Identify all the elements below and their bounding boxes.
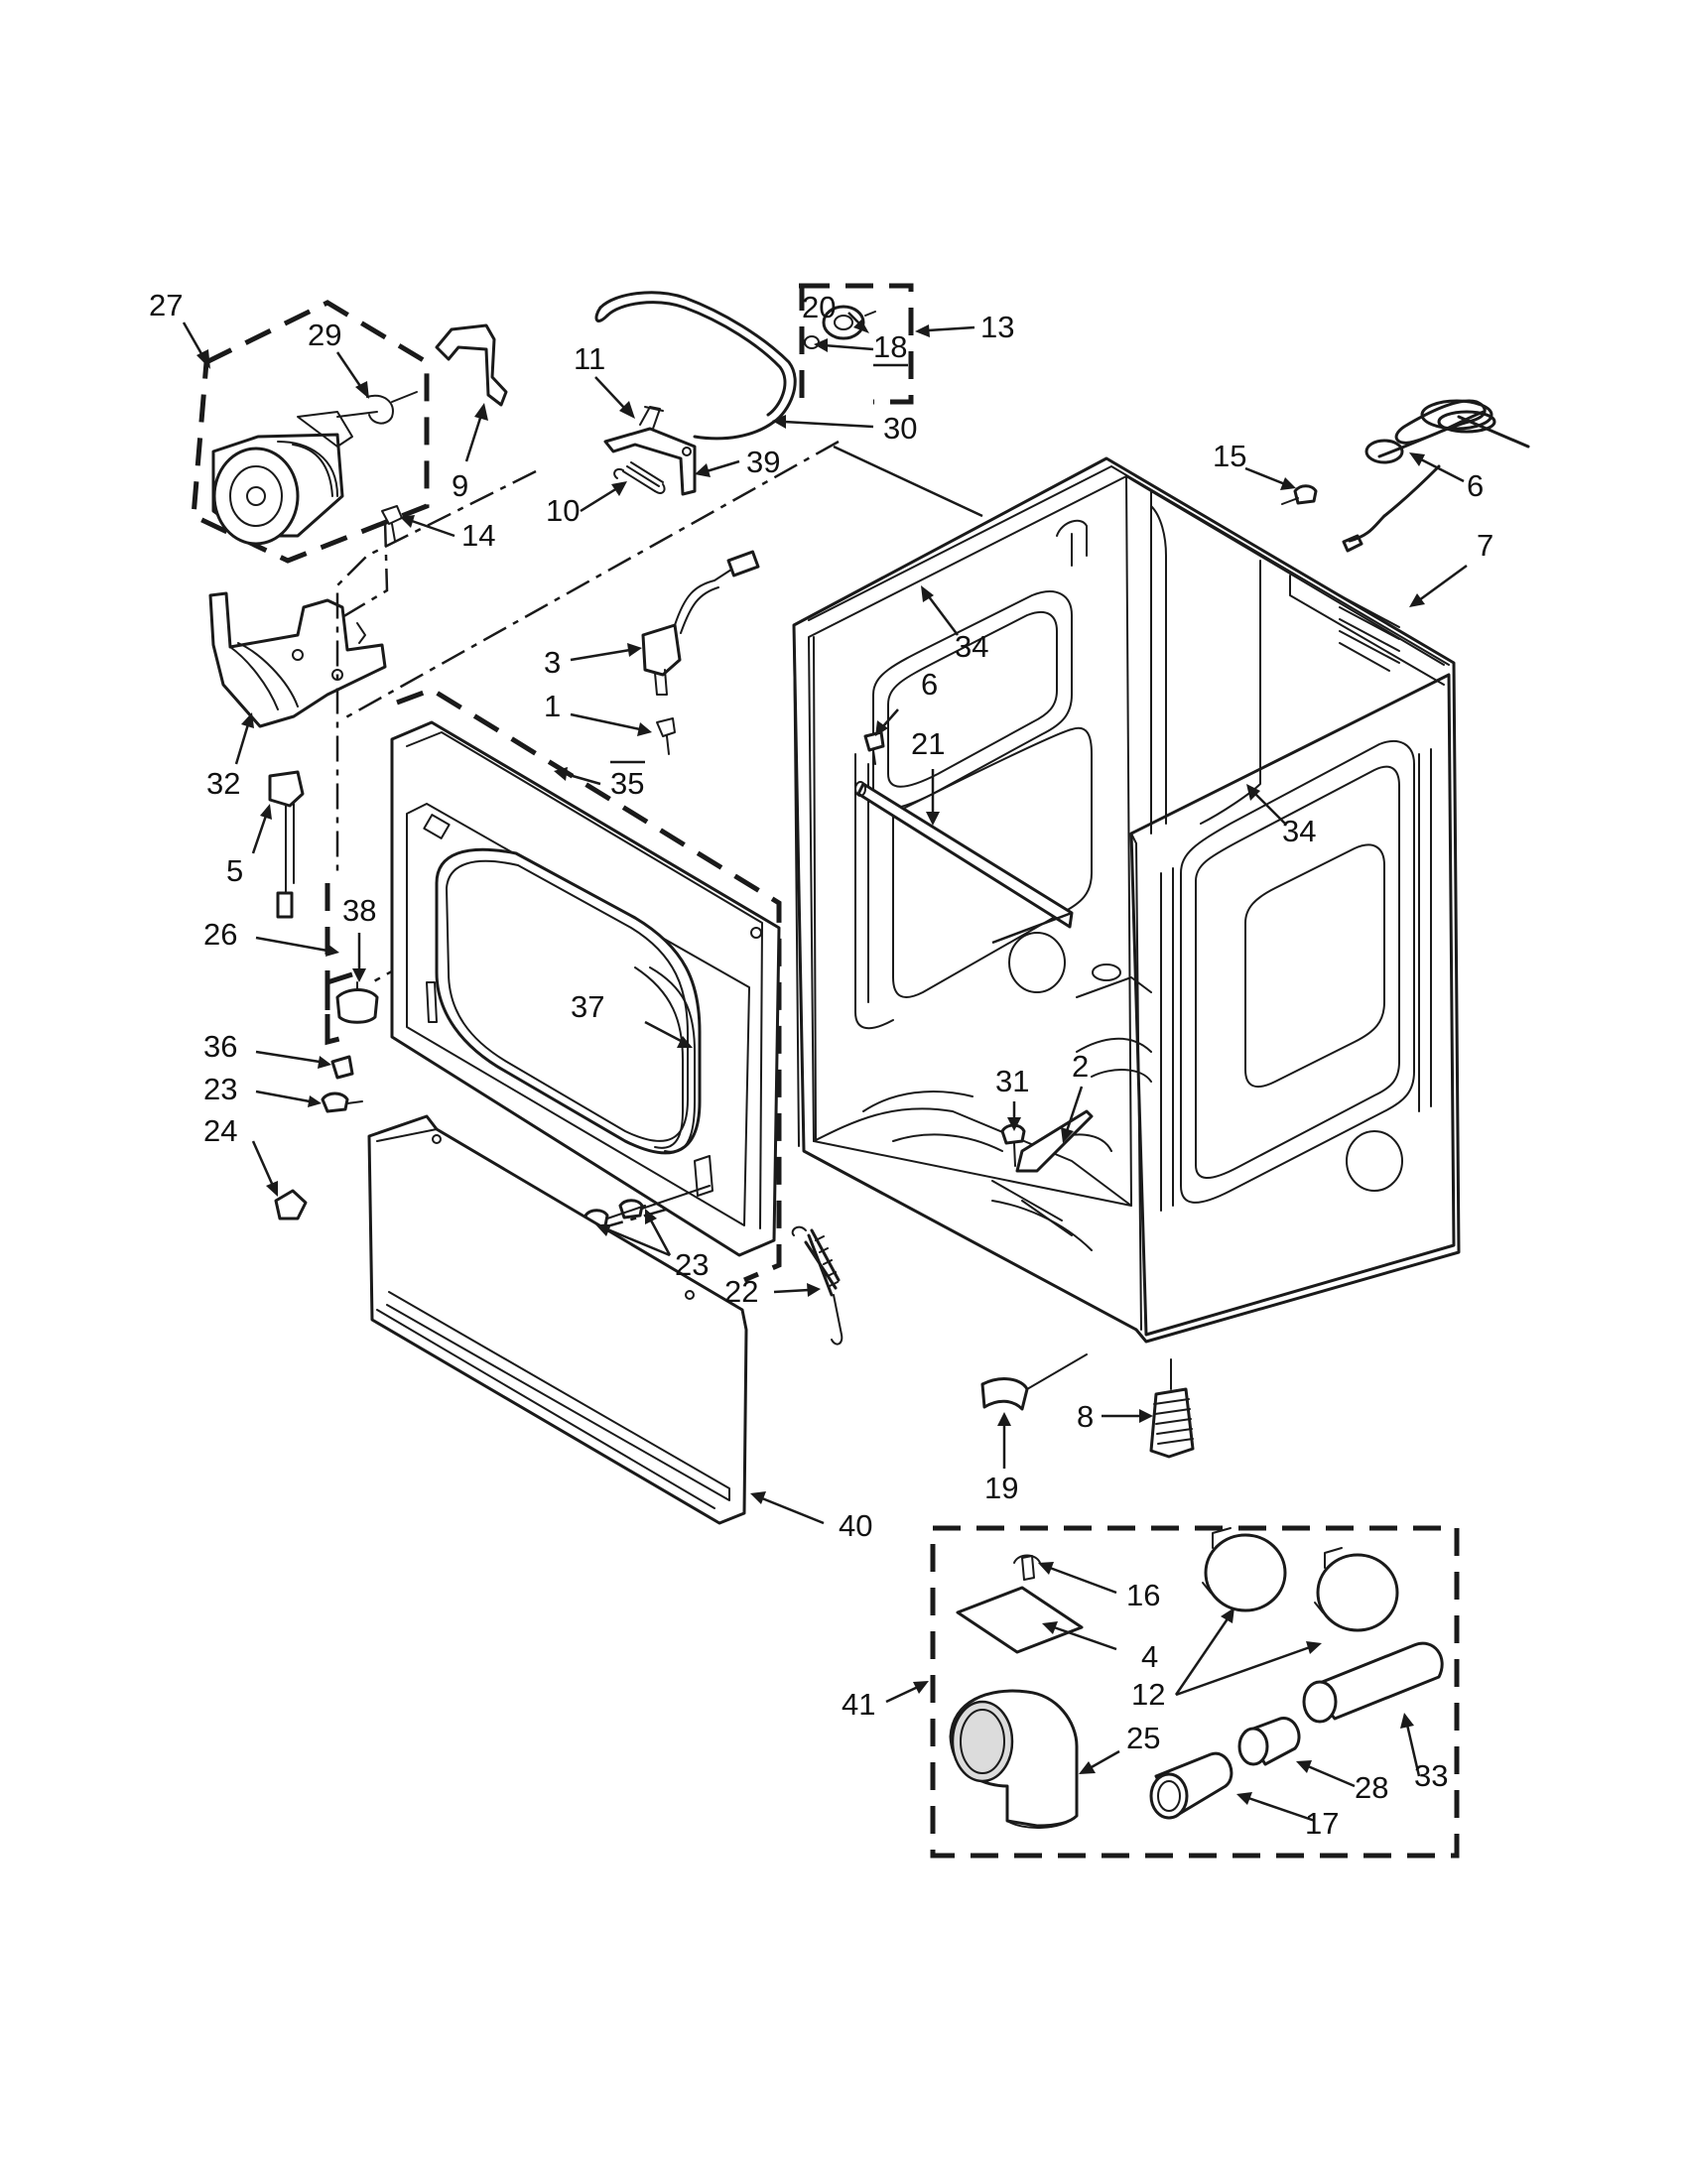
callout-40: 40: [839, 1508, 872, 1543]
callout-26: 26: [203, 917, 237, 952]
callout-37: 37: [571, 989, 604, 1024]
callout-2: 2: [1072, 1049, 1089, 1084]
screw-15: [1293, 484, 1318, 505]
callout-11: 11: [574, 341, 605, 376]
callout-35: 35: [610, 766, 644, 801]
callout-19: 19: [984, 1471, 1018, 1505]
exhaust-kit-box: [930, 1525, 1460, 1859]
leader-lines: [182, 312, 1468, 1823]
callout-9: 9: [452, 468, 468, 503]
door-spring: [791, 1225, 844, 1346]
callout-17: 17: [1305, 1806, 1339, 1841]
callout-30: 30: [883, 411, 917, 446]
callout-25: 25: [1126, 1721, 1160, 1755]
dashed-group-boxes: [191, 283, 1460, 1859]
screw-31: [1000, 1123, 1026, 1145]
callout-14: 14: [461, 518, 495, 553]
idler-pulley: [804, 305, 876, 349]
callout-3: 3: [544, 645, 561, 680]
bracket-2: [1015, 1109, 1094, 1173]
leveling-leg: [1149, 1358, 1195, 1459]
thermistor-sensor: [268, 770, 305, 919]
screw-23b-2: [618, 1199, 644, 1220]
toe-kick-panel: [367, 1114, 748, 1525]
motor-group-box: [191, 300, 430, 564]
power-cord: [1342, 399, 1530, 553]
door-catch: [335, 988, 379, 1024]
clip-24: [274, 1189, 308, 1220]
callout-15: 15: [1213, 439, 1246, 473]
callout-34a: 34: [955, 629, 988, 664]
callout-13: 13: [980, 310, 1014, 344]
dryer-cabinet: [792, 456, 1461, 1344]
front-panel: [390, 720, 781, 1257]
callout-32: 32: [206, 766, 240, 801]
drive-belt: [598, 291, 797, 441]
callout-6a: 6: [1467, 468, 1484, 503]
callout-29: 29: [308, 318, 341, 352]
callout-23b: 23: [675, 1247, 709, 1282]
callout-38: 38: [342, 893, 376, 928]
exhaust-kit: [949, 1527, 1444, 1829]
motor-mount-bracket: [208, 591, 387, 728]
door-switch: [641, 550, 760, 696]
screw-23a: [321, 1092, 349, 1113]
callout-33: 33: [1414, 1758, 1448, 1793]
callout-23a: 23: [203, 1072, 237, 1106]
callout-39: 39: [746, 445, 780, 479]
callout-labels: 27 29 9 11 20 18 13 30 39 10 14 15 6 7 3…: [149, 288, 1493, 1841]
callout-41: 41: [842, 1687, 875, 1722]
screw-6b: [863, 730, 885, 752]
callout-28: 28: [1355, 1770, 1388, 1805]
callout-16: 16: [1126, 1578, 1160, 1612]
callout-20: 20: [802, 290, 836, 324]
callout-21: 21: [911, 726, 945, 761]
drive-motor: [211, 391, 418, 546]
idler-bracket: [603, 406, 697, 496]
callout-36: 36: [203, 1029, 237, 1064]
callout-34b: 34: [1282, 814, 1316, 848]
callout-1: 1: [544, 689, 561, 723]
callout-8: 8: [1077, 1399, 1094, 1434]
clip-19: [980, 1377, 1029, 1411]
callout-10: 10: [546, 493, 580, 528]
bumper-36: [330, 1055, 354, 1080]
callout-6b: 6: [921, 667, 938, 702]
idler-group-box: [799, 283, 914, 405]
callout-27: 27: [149, 288, 183, 322]
screw-1: [656, 717, 676, 755]
motor-clip: [435, 323, 508, 407]
callout-18: 18: [873, 329, 907, 364]
callout-5: 5: [226, 853, 243, 888]
callout-22: 22: [724, 1274, 758, 1309]
callout-4: 4: [1141, 1639, 1158, 1674]
callout-12: 12: [1131, 1677, 1165, 1712]
callout-31: 31: [995, 1064, 1029, 1098]
callout-7: 7: [1477, 528, 1493, 563]
front-panel-box: [324, 687, 782, 1283]
door-catch-box: [324, 971, 353, 1046]
callout-24: 24: [203, 1113, 237, 1148]
